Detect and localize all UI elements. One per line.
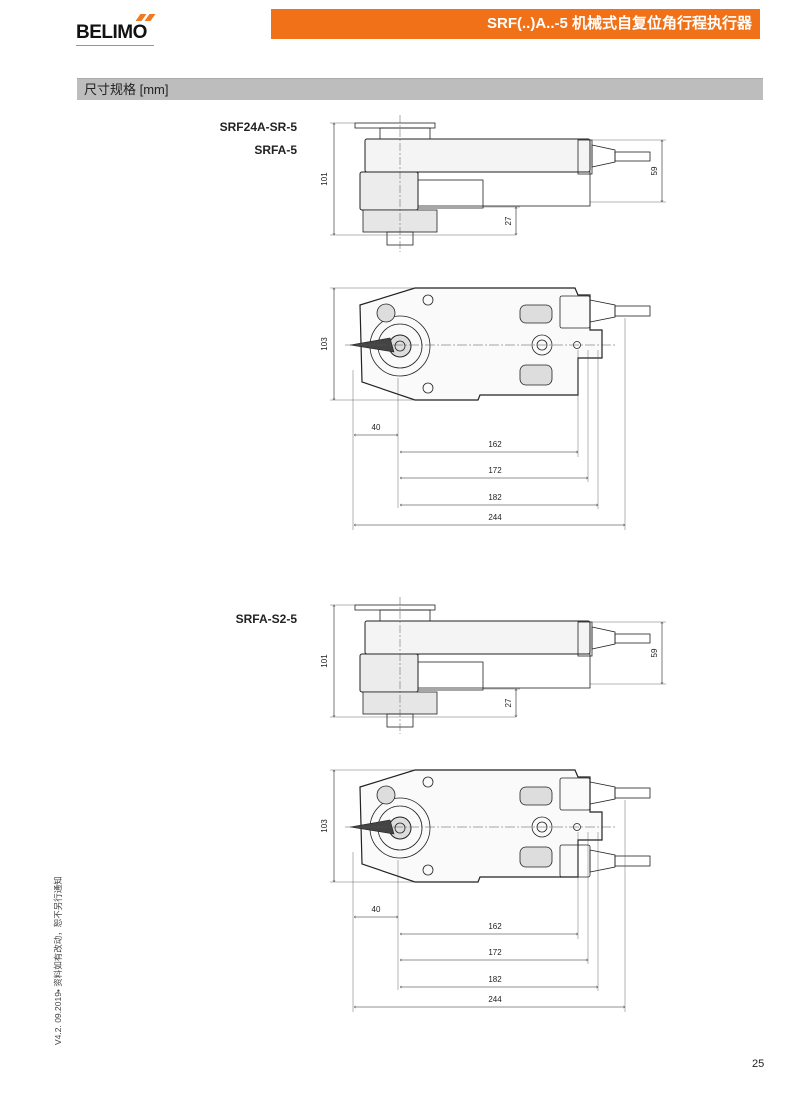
dimension-label: 59 [650, 648, 659, 657]
dimension-label: 244 [488, 513, 502, 522]
dimension-label: 40 [372, 423, 381, 432]
dimension-label: 172 [488, 466, 502, 475]
version-note: V4.2. 09.2019• 资料如有改动，恕不另行通知 [53, 876, 63, 1045]
dimension-label: 27 [504, 698, 513, 707]
dimension-label: 162 [488, 922, 502, 931]
top-view [330, 287, 651, 530]
dimension-label: 244 [488, 995, 502, 1004]
top-view [330, 769, 651, 1012]
dimension-label: 101 [320, 172, 329, 186]
section-heading: 尺寸规格 [mm] [77, 78, 763, 100]
dimension-label: 182 [488, 493, 502, 502]
top-view-dimensions: 103 40 162 172 182 244 [320, 288, 625, 525]
dimension-label: 40 [372, 905, 381, 914]
side-view-dimensions: 101 59 27 [320, 123, 662, 235]
logo-text: BELIMO [76, 22, 147, 43]
belimo-logo: BELIMO [76, 14, 158, 46]
page-number: 25 [752, 1058, 765, 1070]
page-title: SRF(..)A..-5 机械式自复位角行程执行器 [271, 9, 760, 39]
model-label: SRFA-S2-5 [235, 612, 297, 626]
dimension-label: 101 [320, 654, 329, 668]
side-view-dimensions: 101 59 27 [320, 605, 662, 717]
dimension-label: 172 [488, 948, 502, 957]
model-label: SRF24A-SR-5 [219, 120, 297, 134]
dimension-label: 103 [320, 819, 329, 833]
dimension-label: 59 [650, 166, 659, 175]
side-view [330, 597, 666, 734]
model-label: SRFA-5 [254, 143, 297, 157]
logo-underline [76, 45, 154, 46]
logo-mark [144, 14, 156, 21]
side-view [330, 115, 666, 252]
dimension-label: 162 [488, 440, 502, 449]
dimension-drawing-srfa-s2-5: 101 59 27 103 40 162 172 182 244 [310, 592, 670, 1032]
dimension-label: 27 [504, 216, 513, 225]
dimension-drawing-srf24a-sr-5: 101 59 27 103 40 162 172 182 244 [310, 110, 670, 550]
top-view-dimensions: 103 40 162 172 182 244 [320, 770, 625, 1007]
dimension-label: 182 [488, 975, 502, 984]
dimension-label: 103 [320, 337, 329, 351]
